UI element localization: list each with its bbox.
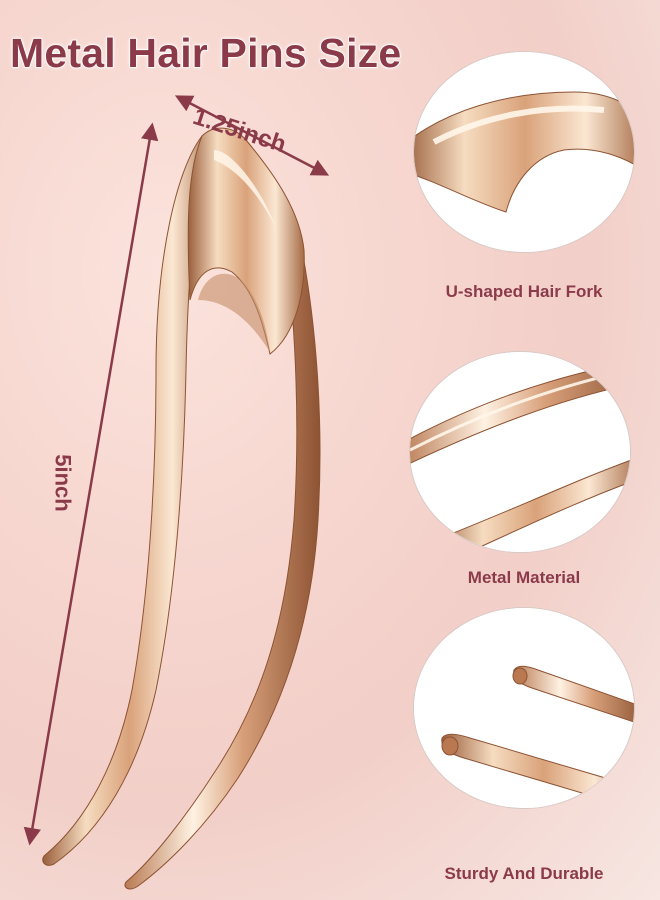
length-dimension-arrow bbox=[23, 122, 159, 846]
page-title: Metal Hair Pins Size bbox=[9, 29, 402, 77]
fork-closeup-image bbox=[414, 52, 634, 252]
feature-caption-material: Metal Material bbox=[467, 568, 581, 587]
material-closeup-image bbox=[410, 352, 630, 552]
detail-circle-fork bbox=[414, 52, 634, 252]
hair-pin bbox=[42, 127, 321, 890]
width-dimension-arrow bbox=[174, 95, 330, 176]
feature-caption-durable: Sturdy And Durable bbox=[444, 864, 604, 883]
feature-caption-fork: U-shaped Hair Fork bbox=[445, 282, 603, 301]
tips-closeup-image bbox=[414, 608, 634, 808]
length-dimension-label: 5inch bbox=[50, 454, 76, 512]
detail-circle-material bbox=[410, 352, 630, 552]
detail-circle-tips bbox=[414, 608, 634, 808]
